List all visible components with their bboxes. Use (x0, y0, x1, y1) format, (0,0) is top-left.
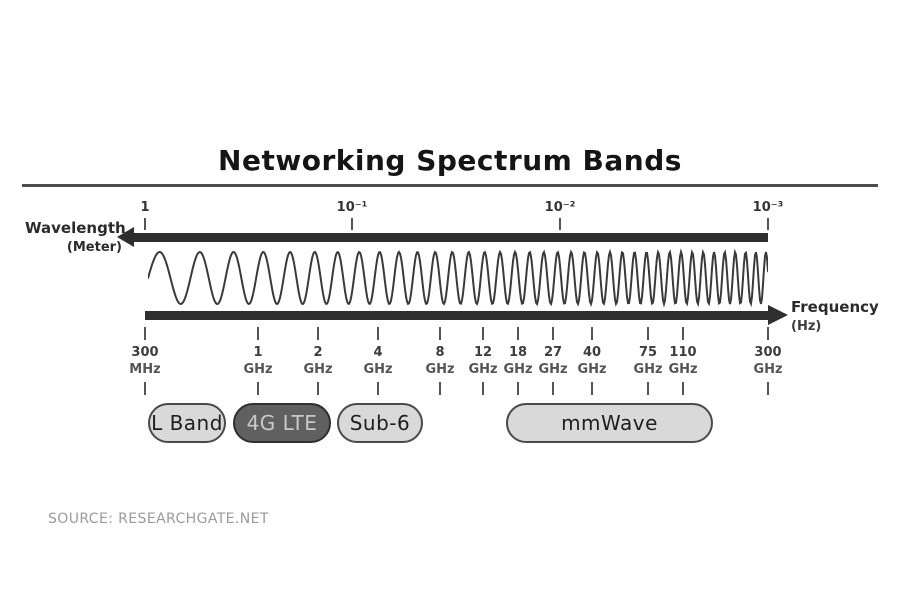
band-pill-l-band: L Band (148, 403, 226, 443)
wavelength-tick: 10⁻¹ (322, 200, 382, 230)
tick-mark (482, 382, 484, 395)
wavelength-axis-unit: (Meter) (66, 240, 122, 255)
frequency-arrowhead-icon (768, 305, 788, 325)
source-attribution: SOURCE: RESEARCHGATE.NET (48, 511, 269, 527)
tick-mark (144, 327, 146, 340)
frequency-tick-unit: GHz (468, 362, 498, 377)
wavelength-tick: 1 (115, 200, 175, 230)
frequency-tick-unit: GHz (633, 362, 663, 377)
band-pill-sub-6: Sub-6 (337, 403, 423, 443)
frequency-tick: 27 GHz (523, 327, 583, 395)
chirp-wave-path (148, 248, 768, 308)
frequency-tick-unit: GHz (243, 362, 273, 377)
band-label: L Band (151, 411, 223, 435)
wavelength-arrowhead-icon (117, 227, 134, 247)
frequency-tick-value: 12 (473, 345, 493, 360)
tick-mark (317, 382, 319, 395)
tick-mark (439, 382, 441, 395)
frequency-tick: 2 GHz (288, 327, 348, 395)
tick-mark (682, 327, 684, 340)
chirp-wave (148, 248, 768, 308)
frequency-tick-unit: GHz (503, 362, 533, 377)
frequency-tick: 40 GHz (562, 327, 622, 395)
frequency-tick-unit: GHz (668, 362, 698, 377)
tick-mark (257, 382, 259, 395)
frequency-tick: 4 GHz (348, 327, 408, 395)
tick-mark (144, 218, 146, 230)
wavelength-tick: 10⁻³ (738, 200, 798, 230)
frequency-tick-value: 110 (669, 345, 697, 360)
frequency-tick-value: 4 (373, 345, 383, 360)
wavelength-tick-label: 1 (140, 200, 150, 215)
frequency-tick-value: 300 (754, 345, 782, 360)
frequency-tick: 300 GHz (738, 327, 798, 395)
tick-mark (144, 382, 146, 395)
title-underline (22, 184, 878, 187)
frequency-tick-value: 8 (435, 345, 445, 360)
frequency-axis-label: Frequency (Hz) (791, 297, 879, 337)
band-label: Sub-6 (349, 411, 411, 435)
frequency-tick-unit: MHz (129, 362, 161, 377)
tick-mark (767, 218, 769, 230)
wavelength-axis-label-text: Wavelength (25, 219, 126, 237)
tick-mark (552, 327, 554, 340)
frequency-tick-value: 75 (638, 345, 658, 360)
wavelength-tick-label: 10⁻¹ (336, 200, 368, 215)
wavelength-axis-label: Wavelength (Meter) (25, 219, 126, 257)
frequency-tick-unit: GHz (425, 362, 455, 377)
tick-mark (257, 327, 259, 340)
frequency-tick-value: 18 (508, 345, 528, 360)
tick-mark (647, 382, 649, 395)
wavelength-tick-label: 10⁻² (544, 200, 576, 215)
frequency-axis-bar (145, 311, 770, 320)
tick-mark (682, 382, 684, 395)
frequency-tick: 75 GHz (618, 327, 678, 395)
tick-mark (767, 327, 769, 340)
tick-mark (351, 218, 353, 230)
tick-mark (517, 382, 519, 395)
tick-mark (317, 327, 319, 340)
frequency-tick-unit: GHz (363, 362, 393, 377)
frequency-tick-unit: GHz (303, 362, 333, 377)
frequency-tick-unit: GHz (538, 362, 568, 377)
tick-mark (377, 327, 379, 340)
frequency-tick-value: 2 (313, 345, 323, 360)
frequency-tick-value: 300 (131, 345, 159, 360)
tick-mark (482, 327, 484, 340)
wavelength-tick-label: 10⁻³ (752, 200, 784, 215)
wavelength-axis-bar (133, 233, 768, 242)
band-label: 4G LTE (246, 411, 318, 435)
band-pill-mmwave: mmWave (506, 403, 713, 443)
page-title: Networking Spectrum Bands (218, 144, 682, 177)
frequency-tick: 18 GHz (488, 327, 548, 395)
frequency-tick-value: 27 (543, 345, 563, 360)
tick-mark (439, 327, 441, 340)
tick-mark (377, 382, 379, 395)
frequency-tick-unit: GHz (577, 362, 607, 377)
tick-mark (559, 218, 561, 230)
band-label: mmWave (561, 411, 658, 435)
band-pill-4g-lte: 4G LTE (233, 403, 331, 443)
tick-mark (591, 327, 593, 340)
tick-mark (552, 382, 554, 395)
frequency-tick: 300 MHz (115, 327, 175, 395)
frequency-tick: 8 GHz (410, 327, 470, 395)
tick-mark (767, 382, 769, 395)
tick-mark (591, 382, 593, 395)
tick-mark (647, 327, 649, 340)
frequency-tick-value: 40 (582, 345, 602, 360)
frequency-tick: 12 GHz (453, 327, 513, 395)
frequency-tick: 110 GHz (653, 327, 713, 395)
frequency-tick-value: 1 (253, 345, 263, 360)
frequency-tick-unit: GHz (753, 362, 783, 377)
frequency-axis-label-text: Frequency (791, 298, 879, 316)
tick-mark (517, 327, 519, 340)
frequency-axis-unit: (Hz) (791, 319, 822, 334)
wavelength-tick: 10⁻² (530, 200, 590, 230)
frequency-tick: 1 GHz (228, 327, 288, 395)
